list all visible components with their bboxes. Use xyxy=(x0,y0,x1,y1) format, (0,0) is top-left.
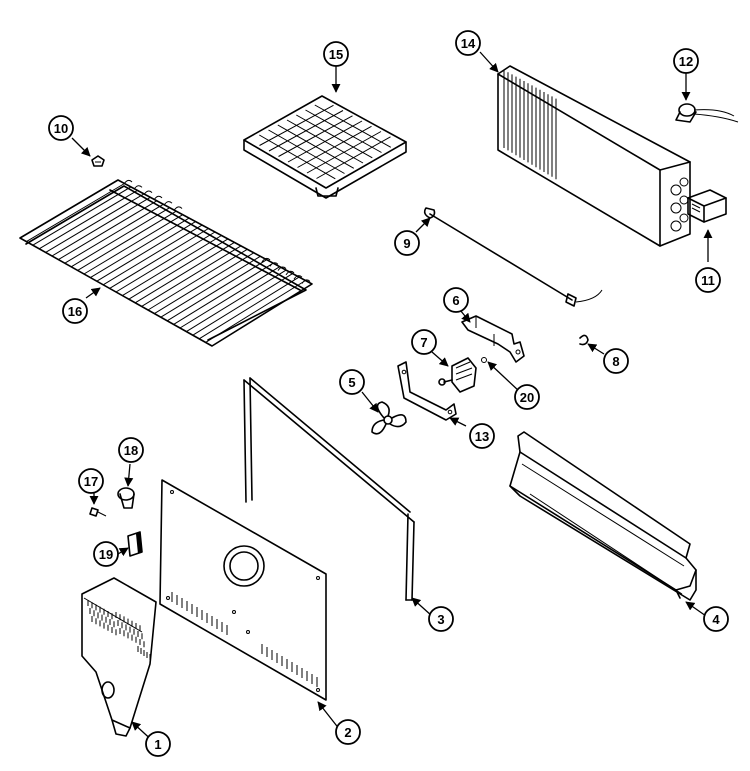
callout-circle xyxy=(335,719,361,745)
wire-shelf-part xyxy=(19,179,313,347)
callout-9: 9 xyxy=(394,230,420,256)
callout-7: 7 xyxy=(411,329,437,355)
callout-number: 7 xyxy=(420,335,427,350)
callout-number: 16 xyxy=(68,304,82,319)
callout-19: 19 xyxy=(93,541,119,567)
callout-number: 4 xyxy=(712,612,720,627)
callout-number: 10 xyxy=(54,121,68,136)
callout-16: 16 xyxy=(62,298,88,324)
leader-lines xyxy=(71,51,713,745)
callout-circle xyxy=(603,348,629,374)
callout-1: 1 xyxy=(145,731,171,757)
callout-13: 13 xyxy=(469,423,495,449)
callout-circle xyxy=(514,384,540,410)
callout-circle xyxy=(93,541,119,567)
bracket-part-6 xyxy=(461,315,525,363)
callout-number: 9 xyxy=(403,236,410,251)
callout-circle xyxy=(394,230,420,256)
callout-number: 11 xyxy=(701,273,715,288)
callout-number: 8 xyxy=(612,354,619,369)
callout-11: 11 xyxy=(695,267,721,293)
callout-8: 8 xyxy=(603,348,629,374)
callout-circle xyxy=(673,48,699,74)
callout-number: 14 xyxy=(461,36,476,51)
callout-number: 1 xyxy=(154,737,161,752)
callout-number: 20 xyxy=(520,390,534,405)
rear-panel-part xyxy=(159,479,327,701)
callout-4: 4 xyxy=(703,606,729,632)
callout-circle xyxy=(411,329,437,355)
callout-circle xyxy=(428,606,454,632)
vent-grille-part xyxy=(81,577,157,737)
callout-number: 6 xyxy=(452,293,459,308)
callout-number: 15 xyxy=(329,47,343,62)
callout-number: 13 xyxy=(475,429,489,444)
callout-circle xyxy=(469,423,495,449)
callout-circle xyxy=(323,41,349,67)
clip-part-10 xyxy=(91,155,105,167)
callout-6: 6 xyxy=(443,287,469,313)
callout-number: 2 xyxy=(344,725,351,740)
callout-2: 2 xyxy=(335,719,361,745)
callout-circle xyxy=(339,369,365,395)
callout-number: 19 xyxy=(99,547,113,562)
gasket-part xyxy=(243,377,415,601)
callout-10: 10 xyxy=(48,115,74,141)
ice-tray-part xyxy=(243,95,407,199)
callout-number: 3 xyxy=(437,612,444,627)
callout-circle xyxy=(48,115,74,141)
callout-number: 18 xyxy=(124,443,138,458)
callout-circle xyxy=(695,267,721,293)
callout-20: 20 xyxy=(514,384,540,410)
callout-12: 12 xyxy=(673,48,699,74)
callout-circle xyxy=(118,437,144,463)
lens-part-19 xyxy=(127,531,143,557)
screw-part-17 xyxy=(89,507,107,517)
sensor-part-12 xyxy=(675,103,739,123)
callout-3: 3 xyxy=(428,606,454,632)
timer-box-part xyxy=(687,189,727,223)
callout-circle xyxy=(145,731,171,757)
callout-circle xyxy=(62,298,88,324)
callout-5: 5 xyxy=(339,369,365,395)
callout-circle xyxy=(703,606,729,632)
drip-trough-part xyxy=(509,431,697,601)
callout-15: 15 xyxy=(323,41,349,67)
callout-number: 17 xyxy=(84,474,98,489)
callout-18: 18 xyxy=(118,437,144,463)
callout-number: 5 xyxy=(348,375,355,390)
heater-rod-part xyxy=(423,207,603,307)
fan-motor-part xyxy=(438,357,477,393)
callout-circle xyxy=(455,30,481,56)
screw-part-20 xyxy=(481,357,487,363)
clip-part-8 xyxy=(579,334,589,346)
callout-number: 12 xyxy=(679,54,693,69)
knob-part-18 xyxy=(117,487,135,509)
callout-circle xyxy=(443,287,469,313)
callout-14: 14 xyxy=(455,30,481,56)
callout-17: 17 xyxy=(78,468,104,494)
motor-bracket-part xyxy=(397,361,457,421)
callout-circle xyxy=(78,468,104,494)
evaporator-coil-part xyxy=(497,65,691,247)
fan-blade-part xyxy=(371,401,407,435)
